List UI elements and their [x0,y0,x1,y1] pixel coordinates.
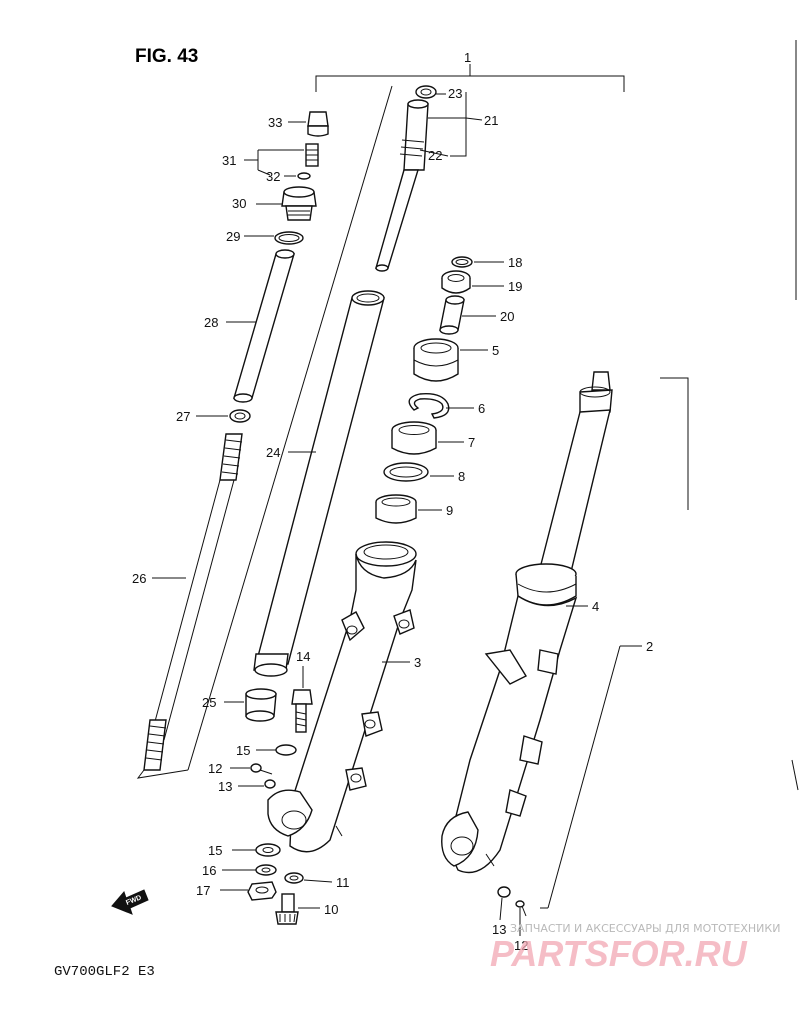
fork-spring-26[interactable] [136,433,243,779]
callout-12-left[interactable]: 12 [208,761,222,776]
fork-cap-30[interactable] [281,186,317,221]
o-ring-32[interactable] [297,172,311,180]
callout-14[interactable]: 14 [296,649,310,664]
screw-12-right[interactable] [515,900,527,917]
washer-11[interactable] [284,872,304,884]
dust-seal-5[interactable] [413,338,459,382]
callout-18[interactable]: 18 [508,255,522,270]
washer-16[interactable] [255,864,277,876]
callout-13-left[interactable]: 13 [218,779,232,794]
callout-20[interactable]: 20 [500,309,514,324]
washer-13-right[interactable] [497,886,511,898]
edge-marks [791,40,799,791]
callout-24[interactable]: 24 [266,445,280,460]
callout-4[interactable]: 4 [592,599,599,614]
washer-8[interactable] [383,462,429,482]
callout-11[interactable]: 11 [336,875,350,890]
callout-1[interactable]: 1 [464,50,471,65]
screw-12-left[interactable] [250,763,273,775]
seal-19[interactable] [441,270,471,294]
callout-32[interactable]: 32 [266,169,280,184]
figure-title: FIG. 43 [135,46,198,67]
slide-bushing-25[interactable] [245,688,277,722]
o-ring-29[interactable] [274,231,304,245]
callout-3[interactable]: 3 [414,655,421,670]
washer-13-left[interactable] [264,779,276,789]
inner-tube-24[interactable] [253,290,385,677]
fork-assembly-2[interactable] [537,371,613,577]
callout-26[interactable]: 26 [132,571,146,586]
callout-5[interactable]: 5 [492,343,499,358]
ring-23[interactable] [415,85,437,99]
bolt-10[interactable] [275,893,299,925]
callout-2[interactable]: 2 [646,639,653,654]
spacer-tube-28[interactable] [233,249,295,403]
outer-tube-3[interactable] [267,541,417,853]
callout-31[interactable]: 31 [222,153,236,168]
cap-bolt-33[interactable] [307,111,329,137]
callout-9[interactable]: 9 [446,503,453,518]
callout-10[interactable]: 10 [324,902,338,917]
gasket-15-lower[interactable] [255,843,281,857]
callout-29[interactable]: 29 [226,229,240,244]
cylinder-20[interactable] [439,295,465,335]
callout-21[interactable]: 21 [484,113,498,128]
callout-15-upper[interactable]: 15 [236,743,250,758]
assembly-guide-lines [187,85,689,909]
nut-17[interactable] [247,881,277,901]
callout-25[interactable]: 25 [202,695,216,710]
gasket-15-upper[interactable] [275,744,297,756]
callout-28[interactable]: 28 [204,315,218,330]
oil-seal-7[interactable] [391,421,437,455]
damper-rod-21[interactable] [375,99,429,272]
callout-16[interactable]: 16 [202,863,216,878]
model-code: GV700GLF2 E3 [54,964,155,980]
callout-8[interactable]: 8 [458,469,465,484]
snap-ring-6[interactable] [408,393,450,419]
callout-17[interactable]: 17 [196,883,210,898]
guide-bushing-9[interactable] [375,494,417,524]
callout-12-right[interactable]: 12 [514,938,528,953]
outer-tube-4[interactable] [441,563,578,874]
callout-19[interactable]: 19 [508,279,522,294]
watermark-tagline: ЗАПЧАСТИ И АКСЕССУАРЫ ДЛЯ МОТОТЕХНИКИ [510,922,780,935]
piston-ring-22[interactable] [399,139,425,157]
callout-23[interactable]: 23 [448,86,462,101]
callout-15-lower[interactable]: 15 [208,843,222,858]
watermark-brand: PARTSFOR.RU [490,933,748,974]
callout-27[interactable]: 27 [176,409,190,424]
washer-27[interactable] [229,409,251,423]
circlip-18[interactable] [451,256,473,268]
callout-22[interactable]: 22 [428,148,442,163]
callout-33[interactable]: 33 [268,115,282,130]
assembly-bracket-1 [315,64,625,92]
callout-6[interactable]: 6 [478,401,485,416]
bolt-14[interactable] [291,689,313,733]
callout-7[interactable]: 7 [468,435,475,450]
callout-13-right[interactable]: 13 [492,922,506,937]
adjuster-31[interactable] [305,143,319,167]
callout-30[interactable]: 30 [232,196,246,211]
fwd-arrow-icon: FWD [111,889,149,915]
